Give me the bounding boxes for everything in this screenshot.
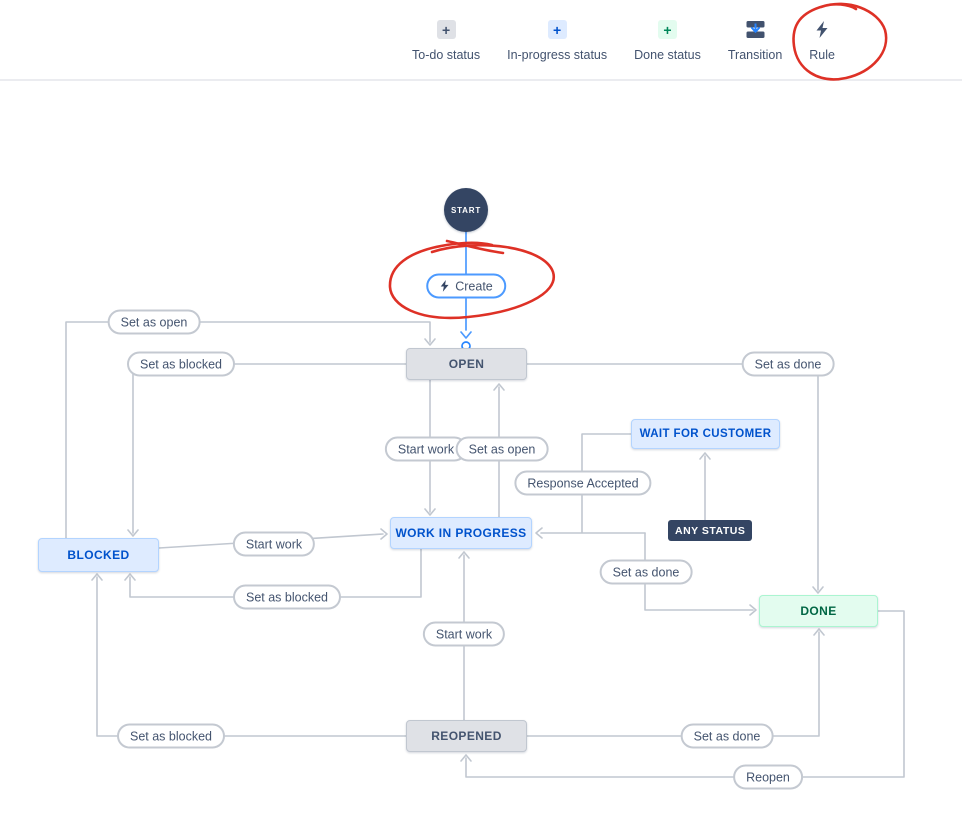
transition-pill-start-work-blocked[interactable]: Start work [232, 531, 316, 557]
pill-label: Set as blocked [246, 590, 328, 604]
edge-create-arrowhead [460, 331, 472, 339]
status-done-label: DONE [800, 604, 837, 618]
status-node-blocked[interactable]: BLOCKED [38, 538, 159, 572]
transition-icon [746, 20, 765, 39]
status-wait-label: WAIT FOR CUSTOMER [639, 428, 772, 440]
arrowhead [124, 573, 136, 581]
arrowhead [749, 604, 757, 616]
status-node-done[interactable]: DONE [759, 595, 878, 627]
arrowhead [493, 383, 505, 391]
arrowhead [813, 628, 825, 636]
pill-label: Set as open [468, 442, 536, 456]
pill-label: Start work [435, 627, 493, 641]
edge-set-as-open-blocked-open [65, 321, 431, 539]
arrowhead [535, 527, 543, 539]
todo-status-button[interactable]: + To-do status [412, 20, 480, 62]
arrowhead [460, 754, 472, 762]
done-status-label: Done status [634, 48, 701, 62]
pill-label: Response Accepted [527, 476, 639, 490]
pill-label: Set as done [754, 357, 822, 371]
any-status-label: ANY STATUS [675, 524, 746, 537]
pill-label: Set as done [612, 565, 680, 579]
edge-set-as-done-any-done [644, 532, 754, 611]
arrowhead [699, 452, 711, 460]
arrowhead [458, 551, 470, 559]
arrowhead [812, 586, 824, 594]
pill-label: Set as blocked [140, 357, 222, 371]
transition-pill-set-as-blocked-wip[interactable]: Set as blocked [233, 584, 341, 610]
todo-status-label: To-do status [412, 48, 481, 62]
pill-label: Start work [397, 442, 455, 456]
transition-pill-set-as-blocked-open[interactable]: Set as blocked [127, 351, 235, 377]
transition-pill-set-as-done-any[interactable]: Set as done [599, 559, 693, 585]
arrowhead [127, 529, 139, 537]
status-node-open[interactable]: OPEN [406, 348, 527, 380]
status-node-reopened[interactable]: REOPENED [406, 720, 527, 752]
create-bolt-icon [440, 280, 449, 292]
transition-pill-set-as-done-open[interactable]: Set as done [741, 351, 835, 377]
in-progress-status-button[interactable]: + In-progress status [507, 20, 607, 62]
status-reopened-label: REOPENED [431, 729, 502, 743]
pill-label: Set as blocked [130, 729, 212, 743]
edge-response-accepted [540, 433, 646, 534]
transition-pill-set-as-open-top[interactable]: Set as open [107, 309, 201, 335]
transition-label: Transition [727, 48, 783, 62]
status-node-wait-for-customer[interactable]: WAIT FOR CUSTOMER [631, 419, 780, 449]
status-node-work-in-progress[interactable]: WORK IN PROGRESS [390, 517, 532, 549]
transition-pill-reopen[interactable]: Reopen [733, 764, 803, 790]
status-wip-label: WORK IN PROGRESS [395, 526, 527, 540]
transition-pill-set-as-done-reopened[interactable]: Set as done [680, 723, 774, 749]
transition-pill-start-work-reopened[interactable]: Start work [422, 621, 506, 647]
arrowhead [424, 338, 436, 346]
pill-label: Reopen [746, 770, 790, 784]
done-status-plus-icon: + [658, 20, 677, 39]
arrowhead [91, 573, 103, 581]
in-progress-status-label: In-progress status [507, 48, 608, 62]
status-blocked-label: BLOCKED [67, 548, 130, 562]
transition-button[interactable]: Transition [728, 20, 782, 62]
transition-pill-set-as-blocked-reopened[interactable]: Set as blocked [117, 723, 225, 749]
edge-set-as-done-reopened-done [526, 631, 820, 737]
transition-pill-set-as-open-wip[interactable]: Set as open [455, 436, 549, 462]
pill-label: Set as done [693, 729, 761, 743]
pill-label: Start work [245, 537, 303, 551]
transition-pill-start-work-open[interactable]: Start work [384, 436, 468, 462]
todo-status-plus-icon: + [436, 20, 456, 39]
pill-label: Set as open [120, 315, 188, 329]
edge-set-as-blocked-reopened-blocked [96, 576, 407, 737]
arrowhead [380, 528, 388, 540]
create-transition-label: Create [455, 279, 493, 293]
start-node[interactable]: START [444, 188, 488, 232]
done-status-button[interactable]: + Done status [634, 20, 701, 62]
transition-pill-response-accepted[interactable]: Response Accepted [514, 470, 652, 496]
edge-reopen-done-reopened [465, 610, 905, 778]
any-status-chip[interactable]: ANY STATUS [668, 520, 753, 541]
status-open-label: OPEN [448, 357, 485, 371]
arrowhead [424, 508, 436, 516]
in-progress-status-plus-icon: + [547, 20, 567, 39]
create-transition-pill[interactable]: Create [426, 273, 506, 299]
start-node-label: START [450, 205, 482, 215]
